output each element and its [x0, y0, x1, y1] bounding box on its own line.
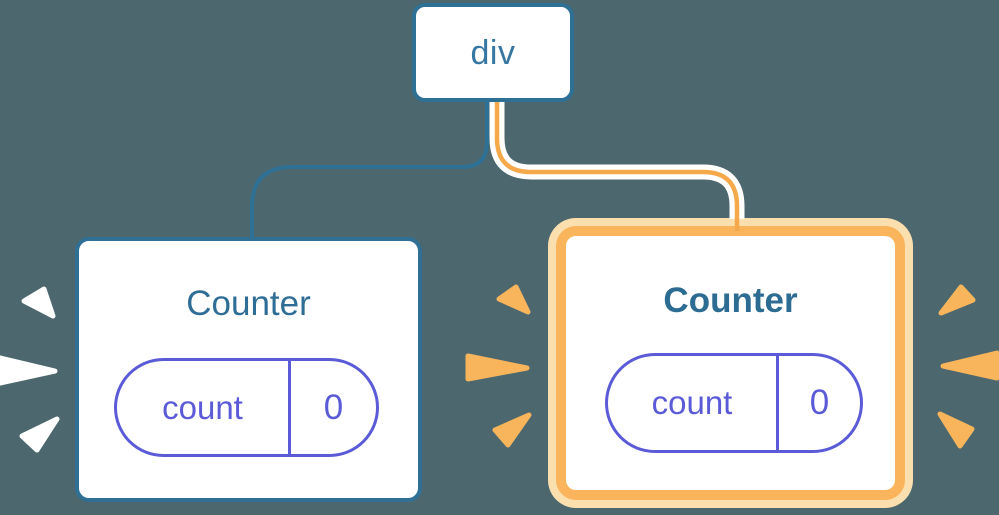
state-pill: count 0 — [605, 353, 863, 453]
counter-title: Counter — [663, 281, 798, 320]
root-div-label: div — [470, 33, 516, 72]
state-key: count — [162, 388, 243, 426]
state-key: count — [651, 384, 733, 421]
counter-title: Counter — [186, 284, 311, 323]
orange-burst-left-icon — [465, 284, 532, 448]
connector-right-edge — [494, 98, 740, 231]
connector-left-edge — [250, 102, 489, 239]
orange-burst-right-icon — [937, 284, 999, 449]
connector-right-casing — [489, 98, 745, 219]
white-burst-icon — [0, 286, 60, 453]
root-div-node: div — [412, 3, 574, 102]
state-pill: count 0 — [114, 358, 379, 457]
state-value: 0 — [776, 356, 860, 450]
state-value: 0 — [288, 361, 376, 454]
counter-card-right-highlighted: Counter count 0 — [556, 226, 905, 500]
counter-card-left: Counter count 0 — [75, 237, 422, 502]
